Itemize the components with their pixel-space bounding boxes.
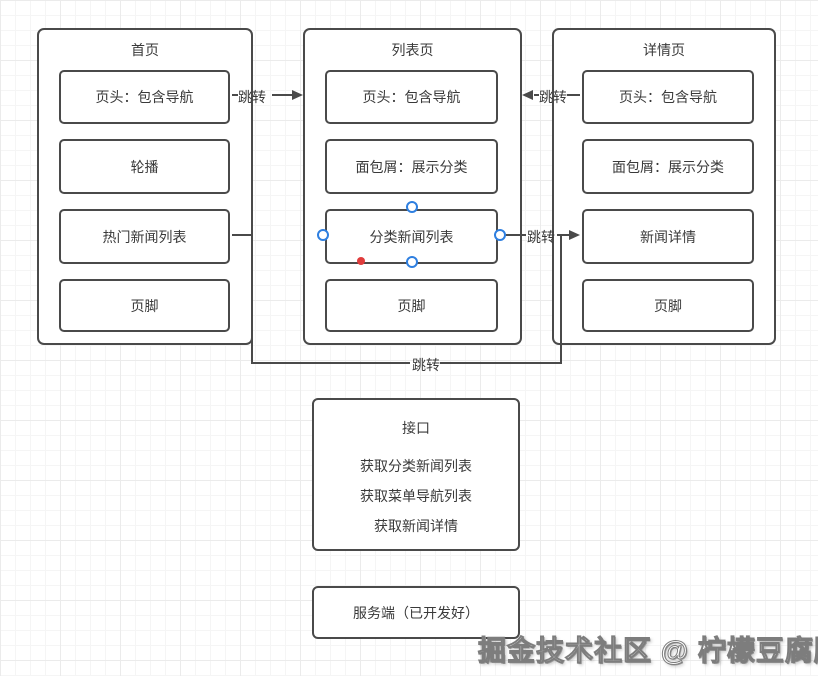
node-home-footer[interactable]: 页脚 [59,279,230,332]
node-server[interactable]: 服务端（已开发好） [312,586,520,639]
node-home-hot-news[interactable]: 热门新闻列表 [59,209,230,264]
node-list-category-news[interactable]: 分类新闻列表 [325,209,498,264]
node-home-header-label: 页头：包含导航 [95,89,194,105]
jump-label-home-to-detail: 跳转 [412,357,440,373]
arrowhead-into-list-right [522,90,533,100]
node-detail-header[interactable]: 页头：包含导航 [582,70,754,124]
node-detail-header-label: 页头：包含导航 [619,89,717,105]
panel-home-title: 首页 [131,42,159,58]
node-home-footer-label: 页脚 [130,297,159,314]
arrowhead-into-list-left [292,90,303,100]
node-list-footer[interactable]: 页脚 [325,279,498,332]
node-server-label: 服务端（已开发好） [353,604,479,621]
node-list-breadcrumb-label: 面包屑：展示分类 [355,158,468,175]
node-list-breadcrumb[interactable]: 面包屑：展示分类 [325,139,498,194]
node-list-footer-label: 页脚 [397,297,426,314]
panel-list-title: 列表页 [391,42,434,58]
panel-list-page[interactable]: 列表页 页头：包含导航 面包屑：展示分类 分类新闻列表 页脚 [303,28,522,345]
node-api-title: 接口 [402,420,430,436]
node-home-carousel-label: 轮播 [130,158,159,175]
jump-label-detail-to-list: 跳转 [539,89,567,105]
node-detail-news-detail[interactable]: 新闻详情 [582,209,754,264]
node-detail-footer[interactable]: 页脚 [582,279,754,332]
node-home-hot-news-label: 热门新闻列表 [102,228,187,245]
api-item-news-detail: 获取新闻详情 [374,518,458,534]
api-item-menu-nav-list: 获取菜单导航列表 [360,488,472,504]
node-list-category-news-label: 分类新闻列表 [369,228,454,245]
panel-detail-page[interactable]: 详情页 页头：包含导航 面包屑：展示分类 新闻详情 页脚 [552,28,776,345]
node-home-header[interactable]: 页头：包含导航 [59,70,230,124]
node-home-carousel[interactable]: 轮播 [59,139,230,194]
panel-detail-title: 详情页 [643,42,685,58]
node-detail-breadcrumb[interactable]: 面包屑：展示分类 [582,139,754,194]
node-detail-footer-label: 页脚 [654,297,682,314]
node-list-header-label: 页头：包含导航 [362,89,461,105]
node-list-header[interactable]: 页头：包含导航 [325,70,498,124]
watermark-text: 掘金技术社区 @ 柠檬豆腐脑 [478,635,818,667]
api-item-category-news-list: 获取分类新闻列表 [360,458,472,474]
node-api[interactable]: 接口 获取分类新闻列表 获取菜单导航列表 获取新闻详情 [312,398,520,551]
panel-home-page[interactable]: 首页 页头：包含导航 轮播 热门新闻列表 页脚 [37,28,253,345]
node-detail-news-detail-label: 新闻详情 [640,228,696,245]
jump-label-home-to-list: 跳转 [238,89,266,105]
node-detail-breadcrumb-label: 面包屑：展示分类 [612,158,724,175]
jump-label-list-to-detail: 跳转 [527,229,555,245]
